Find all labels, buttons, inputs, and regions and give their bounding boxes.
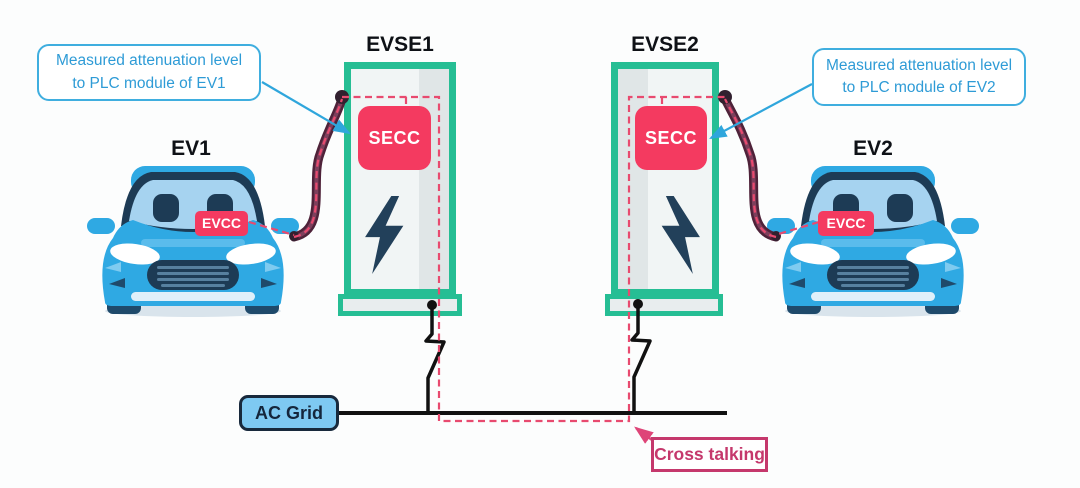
secc2-module: SECC bbox=[635, 106, 707, 170]
evcc2-module: EVCC bbox=[818, 211, 874, 236]
callout-arrow-ev2 bbox=[709, 83, 813, 140]
evse2-base bbox=[605, 294, 723, 316]
callout-line: to PLC module of EV1 bbox=[72, 74, 226, 92]
callout-line: Measured attenuation level bbox=[825, 56, 1013, 74]
ac-grid-box: AC Grid bbox=[239, 395, 339, 431]
ev1-car bbox=[87, 166, 299, 317]
ev1-label: EV1 bbox=[171, 137, 211, 160]
plug-knob bbox=[718, 90, 732, 104]
ev2-label: EV2 bbox=[853, 137, 893, 160]
evse1-base bbox=[338, 294, 462, 316]
ev2-car bbox=[767, 166, 979, 317]
callout-line: to PLC module of EV2 bbox=[842, 79, 996, 96]
lightning-bolt-icon bbox=[661, 196, 700, 274]
charging-cable-ev1 bbox=[289, 94, 347, 242]
callout-ev2: Measured attenuation level to PLC module… bbox=[812, 48, 1026, 106]
crosstalk-dashed-path bbox=[248, 95, 820, 423]
lightning-bolt-icon bbox=[365, 196, 404, 274]
evcc1-module: EVCC bbox=[195, 211, 248, 236]
switch-symbol-evse1 bbox=[424, 305, 446, 413]
switch-symbol-evse2 bbox=[630, 304, 652, 413]
secc1-module: SECC bbox=[358, 106, 431, 170]
evse1-label: EVSE1 bbox=[366, 33, 434, 56]
evse1-tower bbox=[344, 62, 456, 296]
evse2-label: EVSE2 bbox=[631, 33, 699, 56]
tower-shade-strip bbox=[419, 69, 449, 289]
tower-shade-strip bbox=[618, 69, 648, 289]
callout-line: Measured attenuation level bbox=[55, 52, 243, 70]
callout-arrow-ev1 bbox=[261, 81, 351, 135]
callout-ev1: Measured attenuation level to PLC module… bbox=[37, 44, 261, 101]
evse2-tower bbox=[611, 62, 719, 296]
cross-talking-label: Cross talking bbox=[651, 437, 768, 472]
